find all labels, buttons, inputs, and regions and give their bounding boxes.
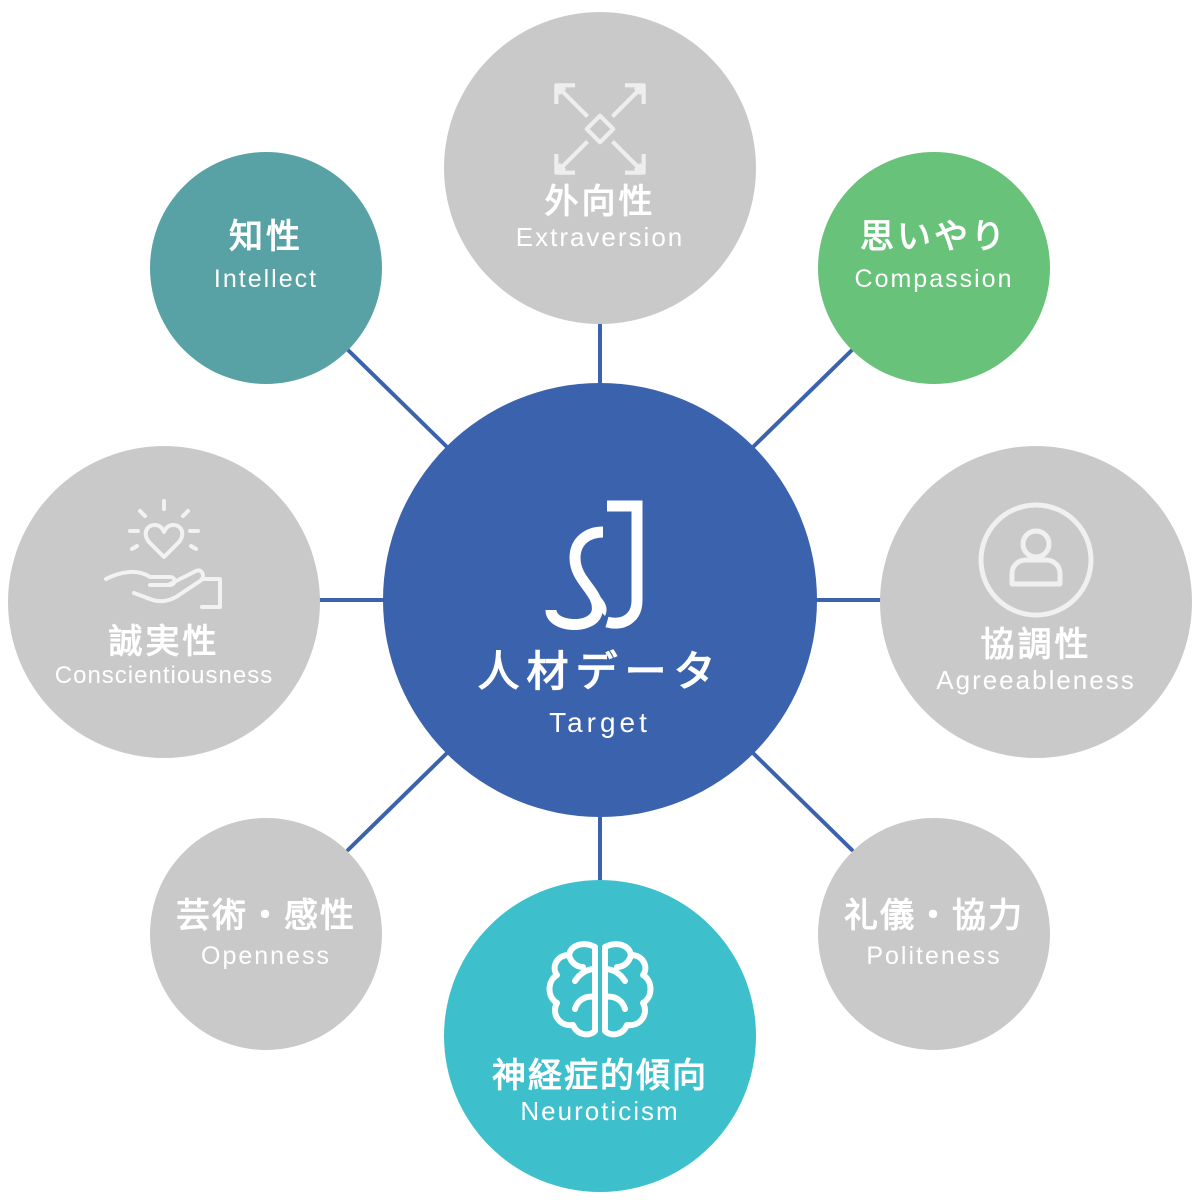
- node-agreeableness: 協調性 Agreeableness: [880, 446, 1192, 758]
- connector-openness: [346, 752, 448, 852]
- center-subtitle: Target: [549, 707, 651, 739]
- compassion-title: 思いやり: [860, 217, 1008, 258]
- center-title: 人材データ: [477, 647, 723, 697]
- node-intellect: 知性 Intellect: [150, 152, 382, 384]
- conscientiousness-title: 誠実性: [108, 622, 220, 663]
- node-openness: 芸術・感性 Openness: [150, 818, 382, 1050]
- logo-icon: [545, 500, 643, 631]
- extraversion-title: 外向性: [544, 181, 656, 222]
- conscientiousness-subtitle: Conscientiousness: [54, 662, 274, 690]
- expand-arrows-icon: [554, 83, 646, 175]
- agreeableness-title: 協調性: [980, 624, 1092, 665]
- connector-politeness: [752, 752, 854, 852]
- node-politeness: 礼儀・協力 Politeness: [818, 818, 1050, 1050]
- connector-compassion: [752, 348, 854, 448]
- agreeableness-subtitle: Agreeableness: [936, 664, 1136, 695]
- intellect-subtitle: Intellect: [213, 264, 319, 293]
- node-extraversion: 外向性 Extraversion: [444, 12, 756, 324]
- node-conscientiousness: 誠実性 Conscientiousness: [8, 446, 320, 758]
- neuroticism-title: 神経症的傾向: [492, 1055, 708, 1096]
- neuroticism-subtitle: Neuroticism: [520, 1095, 680, 1126]
- openness-subtitle: Openness: [201, 941, 331, 970]
- center-node: 人材データ Target: [383, 383, 817, 817]
- brain-icon: [546, 941, 654, 1038]
- intellect-title: 知性: [229, 217, 303, 258]
- openness-title: 芸術・感性: [176, 896, 356, 937]
- extraversion-subtitle: Extraversion: [515, 221, 685, 252]
- heart-hand-icon: [104, 499, 222, 610]
- node-compassion: 思いやり Compassion: [818, 152, 1050, 384]
- node-neuroticism: 神経症的傾向 Neuroticism: [444, 880, 756, 1192]
- politeness-title: 礼儀・協力: [844, 896, 1024, 937]
- connector-intellect: [346, 348, 448, 448]
- politeness-subtitle: Politeness: [866, 941, 1002, 970]
- compassion-subtitle: Compassion: [854, 264, 1014, 293]
- user-circle-icon: [978, 502, 1094, 618]
